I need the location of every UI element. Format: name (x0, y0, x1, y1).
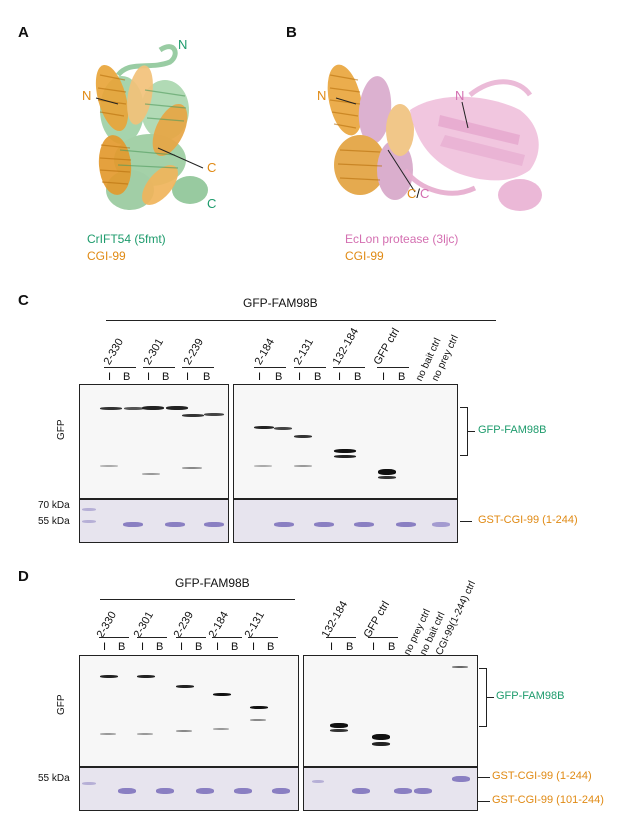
panel-c-bracket-tick (467, 431, 475, 432)
panel-d-right-label-gst1: GST-CGI-99 (1-244) (492, 770, 592, 782)
panel-c-western-blot-right (233, 384, 458, 499)
panel-d-group-line (137, 637, 167, 638)
panel-d-lane-i: I (103, 641, 107, 653)
panel-c-group-line (104, 367, 136, 368)
panel-d-lane-i: I (252, 641, 256, 653)
panel-d-lane-b: B (388, 641, 396, 653)
panel-b-c-pink-label: C (420, 186, 430, 201)
panel-b-slash: / (416, 186, 421, 201)
panel-d-western-blot-left (79, 655, 299, 767)
panel-c-lane-i: I (338, 371, 342, 383)
panel-d-western-blot-right (303, 655, 478, 767)
panel-d-group-line (326, 637, 356, 638)
panel-d-lane-i: I (180, 641, 184, 653)
panel-d-bracket-tick (486, 697, 494, 698)
panel-d-mw-55: 55 kDa (38, 773, 70, 784)
panel-c-western-blot-left (79, 384, 229, 499)
panel-d-gst1-tick (478, 777, 490, 778)
panel-a-legend-crift54: CrIFT54 (5fmt) (87, 232, 166, 246)
panel-d-right-label-gfp: GFP-FAM98B (496, 690, 565, 702)
panel-c-coomassie-gel-left (79, 499, 229, 543)
panel-d-lane-b: B (195, 641, 203, 653)
panel-a-c-orange-label: C (207, 160, 217, 175)
panel-b-n-orange-label: N (317, 88, 327, 103)
panel-d-gfp-label: GFP (56, 694, 67, 715)
panel-c-lane-b: B (123, 371, 131, 383)
panel-b-legend-cgi99: CGI-99 (345, 249, 384, 263)
panel-c-lane-b: B (203, 371, 211, 383)
panel-c-lane-i: I (382, 371, 386, 383)
panel-c-lane-b: B (314, 371, 322, 383)
panel-b-n-pink-label: N (455, 88, 465, 103)
panel-d-lane-b: B (156, 641, 164, 653)
panel-c-letter: C (18, 292, 29, 309)
panel-a-n-green-label: N (178, 37, 188, 52)
panel-d-bracket-bottom (479, 726, 487, 727)
panel-b-legend-eclon: EcLon protease (3ljc) (345, 232, 459, 246)
panel-c-lane-i: I (186, 371, 190, 383)
panel-d-header-line (100, 599, 295, 600)
panel-d-bracket-top (479, 668, 487, 669)
panel-c-lane-i: I (108, 371, 112, 383)
panel-c-right-label-gfp: GFP-FAM98B (478, 424, 547, 436)
panel-c-group-line (294, 367, 326, 368)
panel-d-coomassie-gel-right (303, 767, 478, 811)
panel-c-right-label-gst: GST-CGI-99 (1-244) (478, 514, 578, 526)
panel-d-lane-i: I (330, 641, 334, 653)
panel-d-lane-b: B (346, 641, 354, 653)
panel-a-n-orange-label: N (82, 88, 92, 103)
panel-d-coomassie-gel-left (79, 767, 299, 811)
panel-c-lane-b: B (354, 371, 362, 383)
panel-d-gst2-tick (478, 801, 490, 802)
panel-b-letter: B (286, 24, 297, 41)
panel-c-group-line (143, 367, 175, 368)
panel-a-legend-cgi99: CGI-99 (87, 249, 126, 263)
panel-d-lane-b: B (267, 641, 275, 653)
panel-b-c-orange-label: C (407, 186, 417, 201)
panel-d-group-line (212, 637, 242, 638)
panel-c-mw-55: 55 kDa (38, 516, 70, 527)
panel-c-lane-b: B (398, 371, 406, 383)
panel-c-lane-i: I (298, 371, 302, 383)
panel-d-lane-b: B (231, 641, 239, 653)
panel-d-right-label-gst2: GST-CGI-99 (101-244) (492, 794, 604, 806)
panel-c-gst-tick (460, 521, 472, 522)
panel-c-lane-i: I (147, 371, 151, 383)
panel-d-lane-i: I (372, 641, 376, 653)
panel-d-group-line (176, 637, 206, 638)
panel-c-gfp-label: GFP (56, 419, 67, 440)
panel-c-group-line (254, 367, 286, 368)
panel-c-lane-b: B (162, 371, 170, 383)
panel-c-lane-b: B (275, 371, 283, 383)
panel-d-lane-b: B (118, 641, 126, 653)
panel-c-group-line (377, 367, 409, 368)
panel-c-group-line (333, 367, 365, 368)
panel-d-letter: D (18, 568, 29, 585)
panel-c-bracket-top (460, 407, 468, 408)
panel-c-group-line (182, 367, 214, 368)
panel-d-group-line (99, 637, 129, 638)
panel-d-header: GFP-FAM98B (175, 576, 250, 590)
panel-a-letter: A (18, 24, 29, 41)
panel-d-group-line (368, 637, 398, 638)
panel-c-mw-70: 70 kDa (38, 500, 70, 511)
panel-c-lane-i: I (258, 371, 262, 383)
panel-d-lane-i: I (141, 641, 145, 653)
panel-d-group-line (248, 637, 278, 638)
panel-c-header-line (106, 320, 496, 321)
panel-c-header: GFP-FAM98B (243, 296, 318, 310)
panel-d-lane-i: I (216, 641, 220, 653)
panel-c-coomassie-gel-right (233, 499, 458, 543)
panel-b-c-label: C/C (407, 186, 429, 201)
panel-c-bracket-bottom (460, 455, 468, 456)
panel-a-c-green-label: C (207, 196, 217, 211)
